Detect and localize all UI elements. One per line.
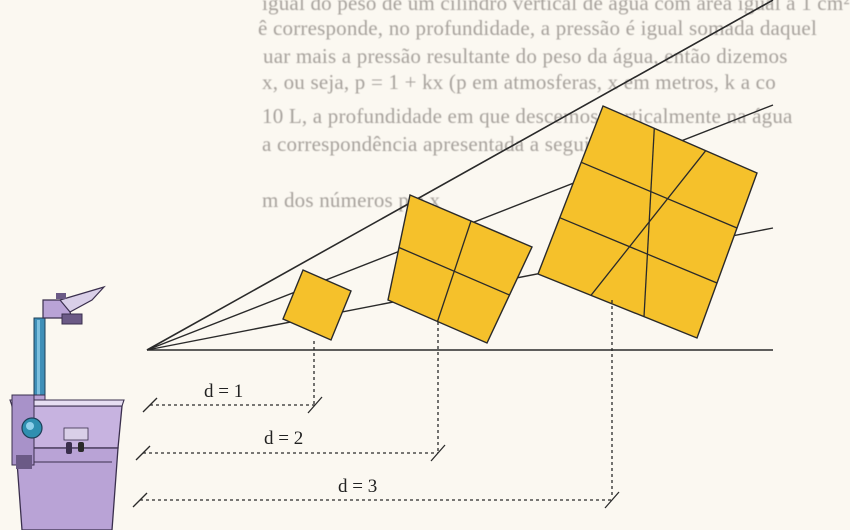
projection-diagram: d = 1 d = 2 d = 3 [9,0,774,530]
projected-square-medium [387,194,533,344]
page: igual do peso de um cilindro vertical de… [9,0,850,530]
distance-label-1: d = 1 [204,381,243,402]
tick-mark [132,492,148,508]
overhead-projector-icon [9,285,125,530]
ray-line [146,0,774,351]
background-text-line: x, ou seja, p = 1 + kx (p em atmosferas,… [262,70,776,94]
distance-label-2: d = 2 [264,428,303,449]
tick-mark [142,397,158,413]
background-text-line: igual do peso de um cilindro vertical de… [262,0,850,15]
tick-mark [604,491,620,509]
projected-square-small [282,269,352,341]
projected-squares [282,105,758,344]
tick-mark [430,444,446,462]
projected-square-large [537,105,758,339]
background-text-line: 10 L, a profundidade em que descemos ver… [262,104,793,128]
distance-label-3: d = 3 [338,476,377,497]
distance-markers [132,300,620,509]
tick-mark [135,445,151,461]
background-text-block: igual do peso de um cilindro vertical de… [258,0,850,212]
tick-mark [307,396,323,414]
background-text-line: a correspondência apresentada a seguir: [262,132,604,156]
background-text-line: uar mais a pressão resultante do peso da… [263,44,788,68]
